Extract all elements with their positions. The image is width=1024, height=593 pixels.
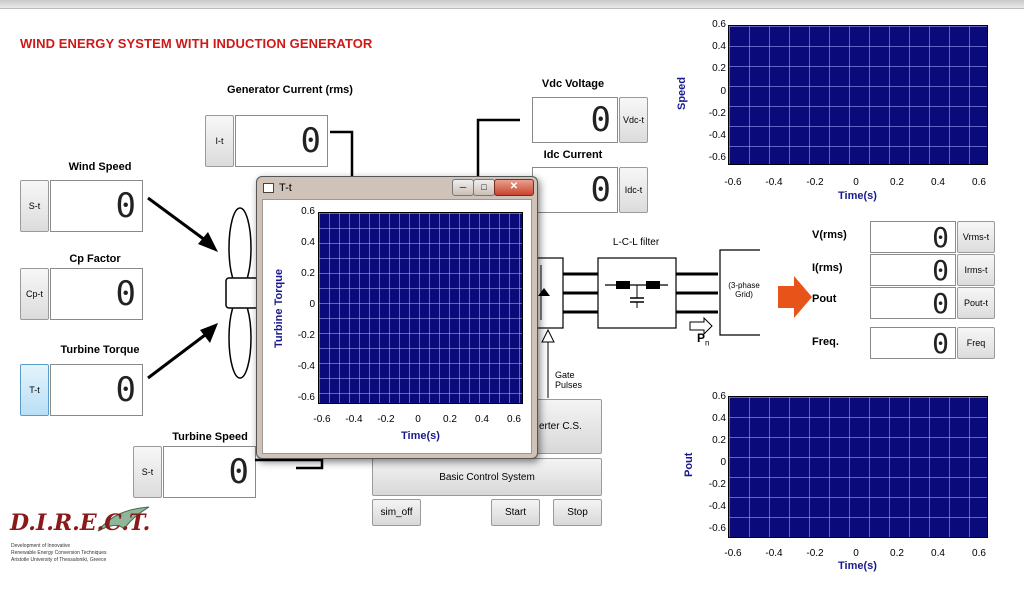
irms-label: I(rms): [812, 262, 843, 274]
logo-line2: Renewable Energy Conversion Techniques: [11, 550, 107, 556]
start-button[interactable]: Start: [491, 499, 540, 526]
freq-plot-button[interactable]: Freq: [957, 327, 995, 359]
speed-plot: Speed 0.6 0.4 0.2 0 -0.2 -0.4 -0.6 -0.6 …: [676, 19, 1000, 207]
pout-plot-xlabel: Time(s): [838, 560, 877, 572]
idc-current-label: Idc Current: [543, 149, 603, 161]
pn-label: Pn: [697, 331, 710, 348]
pout-readout: 0: [870, 287, 956, 320]
pout-plot: Pout 0.6 0.4 0.2 0 -0.2 -0.4 -0.6 -0.6 -…: [680, 391, 1000, 583]
turbine-torque-readout: 0: [50, 364, 143, 416]
cp-factor-readout: 0: [50, 268, 143, 320]
speed-plot-xlabel: Time(s): [838, 190, 877, 202]
pout-label: Pout: [812, 293, 837, 305]
turbine-speed-readout: 0: [163, 446, 256, 498]
cp-factor-label: Cp Factor: [69, 253, 121, 265]
sim-off-button[interactable]: sim_off: [372, 499, 421, 526]
window-app-icon: [263, 183, 274, 193]
freq-readout: 0: [870, 327, 956, 360]
window-title: T-t: [279, 182, 292, 194]
torque-plot-ylabel: Turbine Torque: [273, 268, 285, 348]
window-top-border: [0, 0, 1024, 9]
torque-plot-window[interactable]: T-t ─ □ ✕ Turbine Torque 0.6 0.4 0.2 0 -…: [256, 176, 538, 459]
turbine-torque-plot-button[interactable]: T-t: [20, 364, 49, 416]
window-client: Turbine Torque 0.6 0.4 0.2 0 -0.2 -0.4 -…: [262, 199, 532, 454]
generator-current-label: Generator Current (rms): [227, 84, 353, 96]
pout-plot-button[interactable]: Pout-t: [957, 287, 995, 319]
bird-logo-icon: [97, 506, 150, 532]
irms-plot-button[interactable]: Irms-t: [957, 254, 995, 286]
pout-plot-area: [728, 396, 988, 538]
vdc-voltage-label: Vdc Voltage: [541, 78, 605, 90]
pout-plot-ylabel: Pout: [683, 452, 695, 477]
generator-current-plot-button[interactable]: I-t: [205, 115, 234, 167]
freq-label: Freq.: [812, 336, 839, 348]
turbine-speed-plot-button[interactable]: S-t: [133, 446, 162, 498]
minimize-button[interactable]: ─: [452, 179, 474, 196]
idc-plot-button[interactable]: Idc-t: [619, 167, 648, 213]
irms-readout: 0: [870, 254, 956, 287]
direct-logo: D.I.R.E.C.T. Development of Innovative R…: [8, 505, 158, 567]
lcl-filter-label: L-C-L filter: [612, 237, 660, 248]
cp-factor-plot-button[interactable]: Cp-t: [20, 268, 49, 320]
gate-pulses-label: Gate Pulses: [555, 370, 583, 390]
stop-button[interactable]: Stop: [553, 499, 602, 526]
power-flow-arrow-icon: [778, 276, 812, 318]
vrms-label: V(rms): [812, 229, 847, 241]
window-titlebar[interactable]: T-t ─ □ ✕: [257, 177, 537, 199]
logo-text: D.I.R.E.C.T.: [10, 510, 151, 536]
turbine-torque-label: Turbine Torque: [60, 344, 140, 356]
app-title: WIND ENERGY SYSTEM WITH INDUCTION GENERA…: [20, 36, 373, 51]
torque-plot-xlabel: Time(s): [401, 430, 440, 442]
grid-label: (3-phase Grid): [728, 281, 760, 299]
wind-speed-plot-button[interactable]: S-t: [20, 180, 49, 232]
basic-control-system-button[interactable]: Basic Control System: [372, 458, 602, 496]
turbine-speed-label: Turbine Speed: [172, 431, 248, 443]
logo-line1: Development of Innovative: [11, 543, 71, 549]
vdc-readout: 0: [532, 97, 618, 143]
idc-readout: 0: [532, 167, 618, 213]
torque-plot-area: [318, 212, 523, 404]
vrms-plot-button[interactable]: Vrms-t: [957, 221, 995, 253]
logo-line3: Aristotle University of Thessaloniki, Gr…: [11, 557, 107, 563]
vrms-readout: 0: [870, 221, 956, 254]
close-button[interactable]: ✕: [494, 179, 534, 196]
vdc-plot-button[interactable]: Vdc-t: [619, 97, 648, 143]
turbine-blades-icon: [225, 207, 259, 379]
wind-speed-readout: 0: [50, 180, 143, 232]
speed-plot-area: [728, 25, 988, 165]
generator-current-readout: 0: [235, 115, 328, 167]
maximize-button[interactable]: □: [473, 179, 495, 196]
wind-speed-label: Wind Speed: [68, 161, 132, 173]
speed-plot-ylabel: Speed: [676, 76, 688, 110]
